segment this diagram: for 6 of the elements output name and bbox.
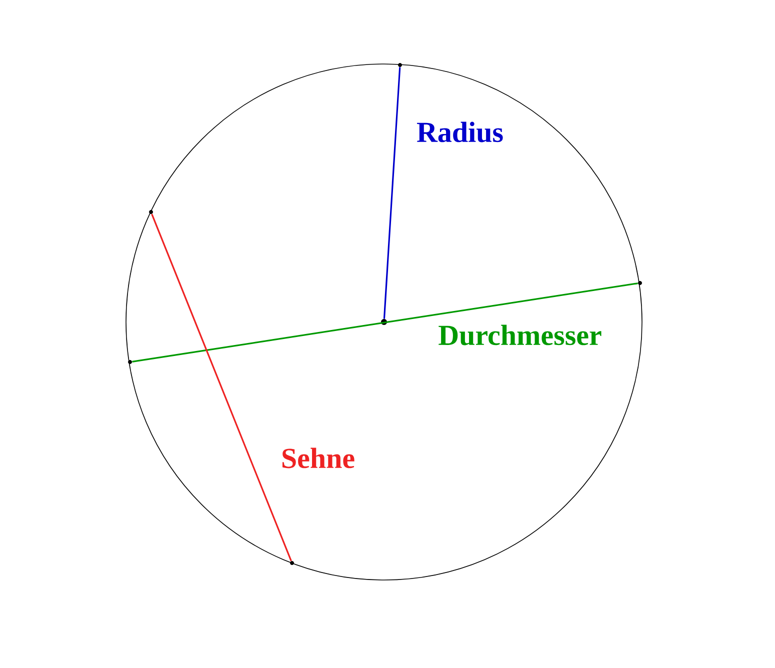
line-segment xyxy=(383,67,401,319)
edge-label: Sehne xyxy=(282,448,354,468)
edge-label: Durchmesser xyxy=(438,324,602,346)
edge-label: Radius xyxy=(417,122,503,142)
line-segment xyxy=(132,282,638,362)
line-segment xyxy=(151,214,292,562)
